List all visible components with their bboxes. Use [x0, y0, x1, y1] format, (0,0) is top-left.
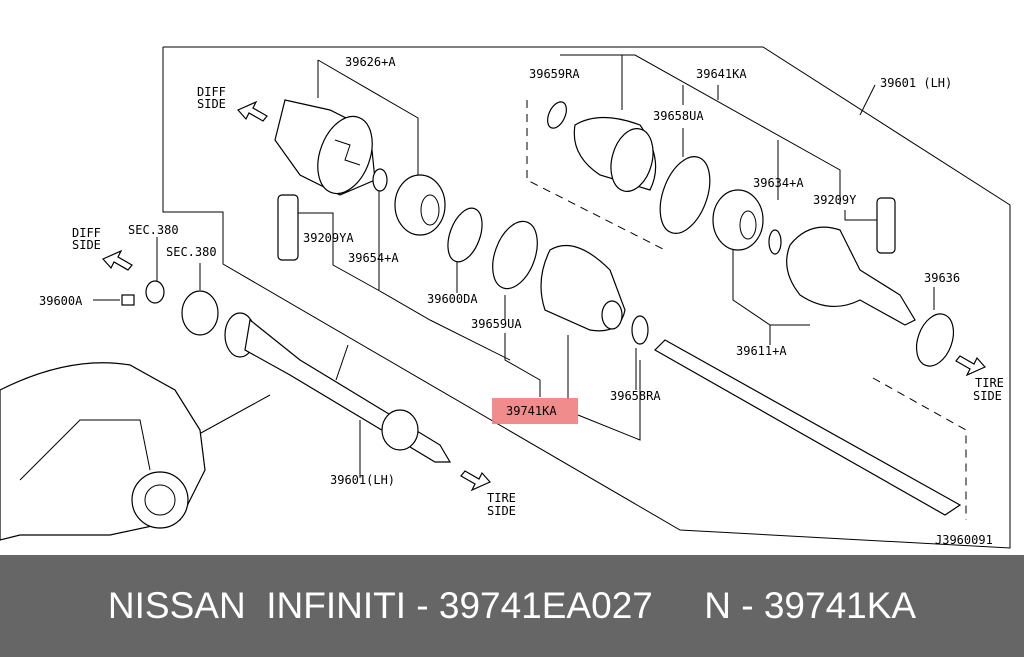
label-39601-lh-top[interactable]: 39601 (LH) — [880, 76, 952, 90]
outer-boot — [573, 116, 657, 192]
label-39654-a[interactable]: 39654+A — [348, 251, 399, 265]
label-39626-a[interactable]: 39626+A — [345, 55, 396, 69]
outer-joint — [786, 226, 916, 326]
spider-assembly — [394, 174, 446, 236]
diff-side-1-line2: SIDE — [197, 97, 226, 111]
complete-drive-shaft-assembly — [224, 312, 452, 463]
diff-side-1-line1: DIFF — [197, 85, 226, 99]
exploded-parts-diagram: 39626+A 39659RA 39641KA 39601 (LH) 39658… — [0, 46, 1011, 549]
o-ring — [447, 207, 483, 263]
label-39658ua[interactable]: 39658UA — [653, 109, 704, 123]
subassembly-dashed-frame — [526, 100, 666, 251]
tire-side-2-line1: TIRE — [487, 491, 516, 505]
diff-side-arrow-2 — [102, 249, 133, 271]
grease-tube-2 — [876, 197, 896, 254]
vehicle-illustration — [0, 362, 206, 541]
leader-lines — [93, 54, 935, 478]
inner-joint-housing — [274, 99, 376, 196]
outer-spider — [712, 189, 764, 251]
boot-band-large — [492, 220, 538, 290]
part-number-caption: NISSAN INFINITI - 39741EA027 N - 39741KA — [107, 585, 917, 626]
label-39659ra[interactable]: 39659RA — [529, 67, 580, 81]
inner-boot — [540, 244, 626, 332]
label-39641ka[interactable]: 39641KA — [696, 67, 747, 81]
outer-boot-band — [659, 156, 711, 234]
diff-side-2-line1: DIFF — [72, 226, 101, 240]
tire-side-arrow-2 — [460, 470, 491, 492]
label-39600da[interactable]: 39600DA — [427, 292, 478, 306]
shaft-dashed-frame — [872, 377, 967, 520]
label-39636[interactable]: 39636 — [924, 271, 960, 285]
dust-seal — [915, 313, 955, 367]
label-39741ka[interactable]: 39741KA — [506, 404, 557, 418]
tire-side-2-line2: SIDE — [487, 504, 516, 518]
drive-shaft — [654, 339, 962, 516]
label-39209y[interactable]: 39209Y — [813, 193, 857, 207]
label-39209ya[interactable]: 39209YA — [303, 231, 354, 245]
diagram-code: J3960091 — [935, 533, 993, 547]
tire-side-1-line1: TIRE — [975, 376, 1004, 390]
label-39659ua[interactable]: 39659UA — [471, 317, 522, 331]
snap-ring — [372, 168, 388, 192]
tire-side-1-line2: SIDE — [973, 389, 1002, 403]
tire-side-arrow-1 — [955, 355, 986, 377]
label-39611-a[interactable]: 39611+A — [736, 344, 787, 358]
label-39600a[interactable]: 39600A — [39, 294, 83, 308]
diff-side-2-line2: SIDE — [72, 238, 101, 252]
part-number-footer: NISSAN INFINITI - 39741EA027 N - 39741KA — [0, 555, 1024, 657]
side-flange — [121, 280, 219, 336]
highlighted-part-box — [492, 398, 578, 424]
label-39601-lh-bottom[interactable]: 39601(LH) — [330, 473, 395, 487]
boot-band-small — [631, 315, 649, 345]
circlip — [768, 229, 782, 255]
grease-tube-1 — [277, 194, 299, 261]
assembly-frame — [162, 46, 1011, 549]
diff-side-arrow-1 — [237, 100, 268, 122]
label-39634-a[interactable]: 39634+A — [753, 176, 804, 190]
label-39658ra[interactable]: 39658RA — [610, 389, 661, 403]
label-sec-380-a[interactable]: SEC.380 — [128, 223, 179, 237]
snap-ring-outer — [547, 101, 567, 129]
label-sec-380-b[interactable]: SEC.380 — [166, 245, 217, 259]
